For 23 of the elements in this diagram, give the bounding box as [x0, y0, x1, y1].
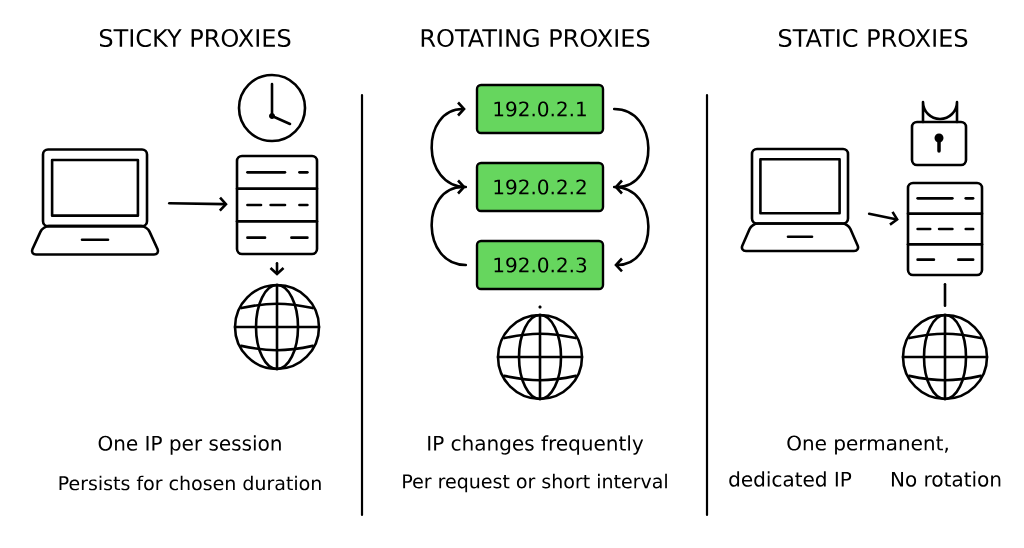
- server-icon: [235, 154, 319, 256]
- arrow: [430, 101, 468, 189]
- ip-address-box: 192.0.2.2: [475, 161, 605, 213]
- laptop-icon: [740, 147, 860, 253]
- laptop-icon: [30, 148, 160, 256]
- caption-text: dedicated IP: [729, 471, 852, 487]
- panel-title: STICKY PROXIES: [99, 28, 291, 48]
- caption-text: Per request or short interval: [403, 473, 667, 493]
- ip-address-box: 192.0.2.1: [475, 83, 605, 135]
- server-icon: [906, 181, 984, 277]
- panel-title: ROTATING PROXIES: [421, 28, 650, 48]
- globe-icon: [233, 283, 321, 371]
- ip-address-box: 192.0.2.3: [475, 239, 605, 291]
- arrow: [612, 107, 650, 195]
- globe-icon: [496, 313, 584, 401]
- arrow: [612, 185, 650, 273]
- arrow: [430, 179, 468, 267]
- arrow: [168, 196, 228, 212]
- globe-icon: [901, 313, 989, 401]
- caption-text: Persists for chosen duration: [59, 475, 321, 491]
- arrow: [867, 211, 899, 226]
- caption-text: No rotation: [891, 471, 1001, 487]
- panel-title: STATIC PROXIES: [779, 28, 968, 48]
